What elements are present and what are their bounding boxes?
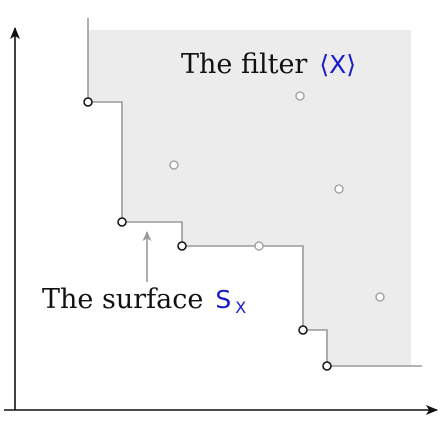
interior-point bbox=[334, 184, 344, 194]
interior-point bbox=[375, 292, 385, 302]
minimal-point bbox=[83, 97, 93, 107]
filter-region bbox=[88, 30, 411, 366]
surface-label-text: The surface bbox=[42, 284, 203, 315]
minimal-point bbox=[298, 325, 308, 335]
filter-label: The filter ⟨X⟩ bbox=[181, 49, 356, 80]
interior-point bbox=[295, 91, 305, 101]
filter-label-symbol: ⟨X⟩ bbox=[319, 50, 356, 79]
minimal-point bbox=[117, 217, 127, 227]
interior-point bbox=[169, 160, 179, 170]
surface-label-symbol: S bbox=[215, 285, 231, 314]
surface-label: The surface S X bbox=[42, 284, 246, 317]
interior-point bbox=[254, 241, 264, 251]
surface-label-subscript: X bbox=[235, 298, 246, 317]
minimal-point bbox=[177, 241, 187, 251]
minimal-point bbox=[322, 361, 332, 371]
filter-label-text: The filter bbox=[181, 49, 307, 80]
